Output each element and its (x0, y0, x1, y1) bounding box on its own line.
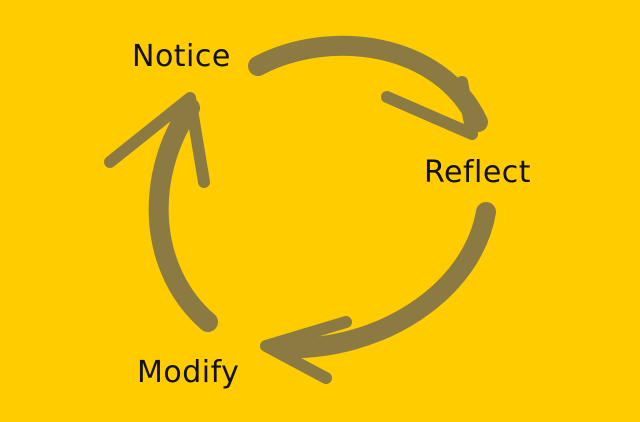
node-label-notice: Notice (132, 39, 231, 74)
arrow-modify-to-notice (104, 92, 218, 332)
arrow-reflect-to-modify (260, 202, 496, 384)
node-label-modify: Modify (137, 355, 240, 390)
arrow-notice-to-reflect (248, 35, 488, 140)
node-label-reflect: Reflect (424, 155, 532, 190)
